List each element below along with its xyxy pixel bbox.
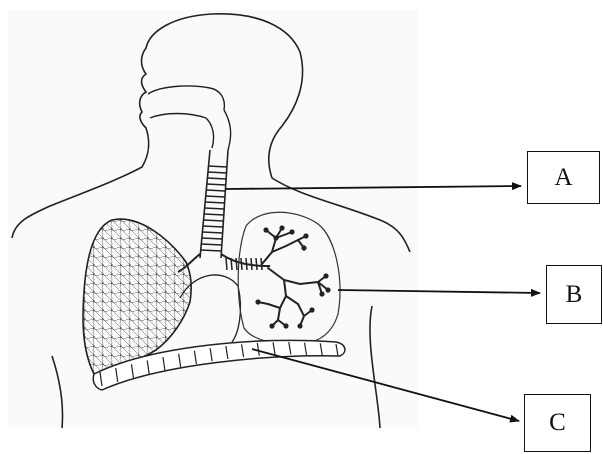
alveoli-cluster	[309, 307, 314, 312]
trachea-ring	[205, 208, 225, 209]
alveoli-cluster	[319, 291, 324, 296]
bronchus-ring	[241, 258, 242, 270]
trachea-ring	[202, 232, 222, 233]
label-box-b: B	[546, 265, 602, 324]
trachea-ring	[204, 214, 224, 215]
trachea-ring	[206, 196, 225, 197]
label-box-c: C	[524, 394, 591, 452]
trachea-ring	[203, 226, 223, 227]
bronchus-ring	[231, 258, 232, 270]
trachea-ring	[204, 220, 224, 221]
alveoli-cluster	[323, 273, 328, 278]
trachea-ring	[201, 244, 222, 245]
scan-background	[8, 10, 418, 428]
alveoli-cluster	[303, 233, 308, 238]
label-box-a: A	[527, 151, 600, 204]
bronchus-ring	[256, 258, 257, 270]
alveoli-cluster	[289, 229, 294, 234]
trachea-ring	[205, 202, 224, 203]
alveoli-cluster	[263, 227, 268, 232]
alveoli-cluster	[269, 323, 274, 328]
alveoli-cluster	[273, 235, 278, 240]
trachea-ring	[201, 250, 222, 251]
bronchus-ring	[251, 258, 252, 270]
alveoli-cluster	[279, 225, 284, 230]
bronchus-ring	[236, 258, 237, 270]
alveoli-cluster	[255, 299, 260, 304]
alveoli-cluster	[283, 323, 288, 328]
trachea-ring	[206, 190, 225, 191]
alveoli-cluster	[325, 287, 330, 292]
bronchus-ring	[246, 258, 247, 270]
trachea-ring	[207, 178, 226, 179]
bronchus-ring	[226, 258, 227, 270]
alveoli-cluster	[297, 323, 302, 328]
trachea-ring	[202, 238, 222, 239]
trachea-ring	[209, 166, 227, 167]
alveoli-cluster	[301, 245, 306, 250]
trachea-ring	[208, 172, 227, 173]
trachea-ring	[207, 184, 226, 185]
